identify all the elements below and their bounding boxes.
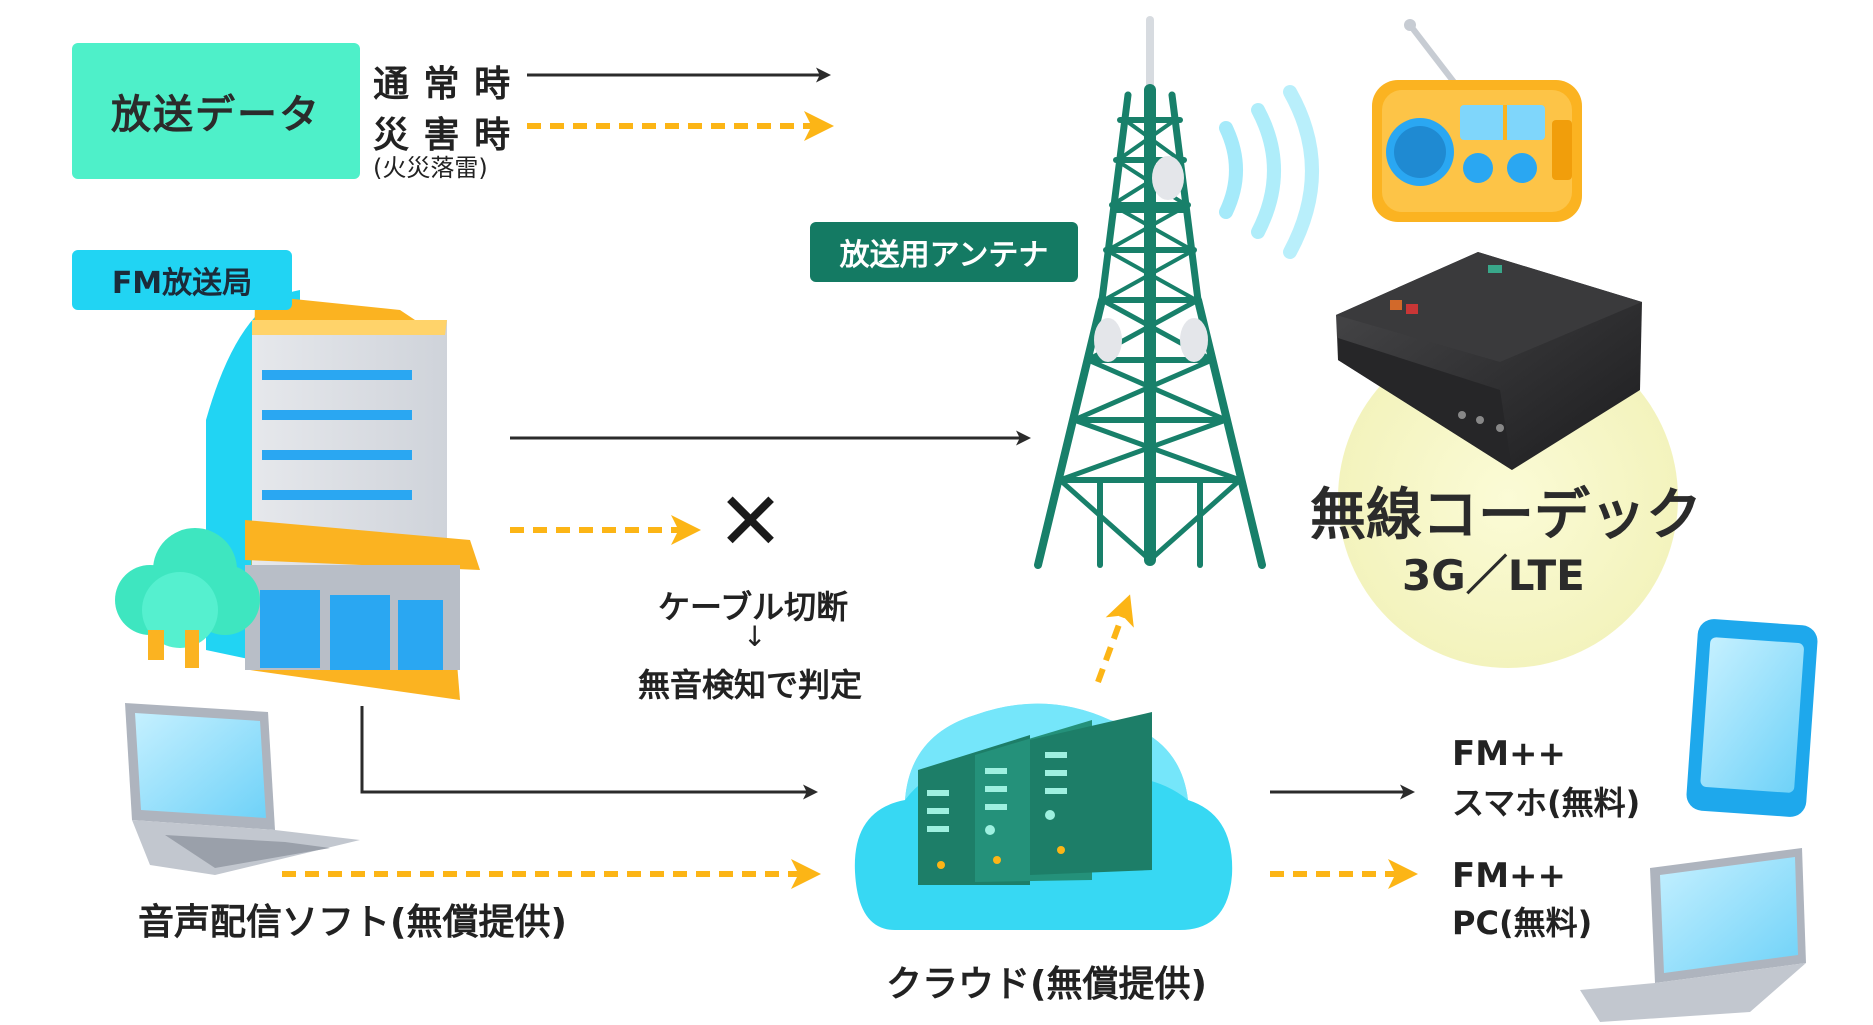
antenna-tower-icon <box>1034 16 1266 569</box>
pc-app-note: PC(無料) <box>1452 904 1593 942</box>
failure-cable-cut: ケーブル切断 <box>658 588 849 626</box>
legend-disaster-note: (火災落雷) <box>373 154 488 182</box>
laptop-software-icon <box>125 703 360 875</box>
arrow-station-to-cloud <box>360 706 818 800</box>
smartphone-app-note: スマホ(無料) <box>1452 784 1641 822</box>
codec-subtitle: 3G／LTE <box>1402 551 1585 600</box>
legend-disaster-label: 災 害 時 <box>373 115 512 156</box>
arrow-cloud-to-antenna <box>1095 594 1134 684</box>
antenna-tag: 放送用アンテナ <box>810 222 1078 282</box>
legend-normal-label: 通 常 時 <box>373 64 512 105</box>
pc-app-name: FM++ <box>1452 856 1567 896</box>
fm-station-tag: FM放送局 <box>72 250 292 310</box>
fm-station-label: FM放送局 <box>111 266 253 301</box>
legend-title: 放送データ <box>111 92 321 138</box>
codec-title: 無線コーデック <box>1310 483 1702 548</box>
pc-laptop-icon <box>1580 848 1806 1022</box>
fm-station-building-icon <box>115 290 480 700</box>
smartphone-app-name: FM++ <box>1452 734 1567 774</box>
codec-device-icon <box>1336 252 1642 470</box>
software-label: 音声配信ソフト(無償提供) <box>138 902 567 943</box>
failure-silence-detect: 無音検知で判定 <box>638 666 863 704</box>
antenna-label: 放送用アンテナ <box>839 238 1049 273</box>
cut-x-mark: ✕ <box>717 475 785 568</box>
smartphone-icon <box>1686 619 1818 817</box>
failure-arrow: ↓ <box>743 620 767 653</box>
legend-title-box: 放送データ <box>72 43 360 179</box>
radio-icon <box>1372 19 1582 222</box>
cloud-label: クラウド(無償提供) <box>886 964 1207 1005</box>
radio-waves-icon <box>1219 85 1319 259</box>
cloud-server-icon <box>854 703 1233 930</box>
